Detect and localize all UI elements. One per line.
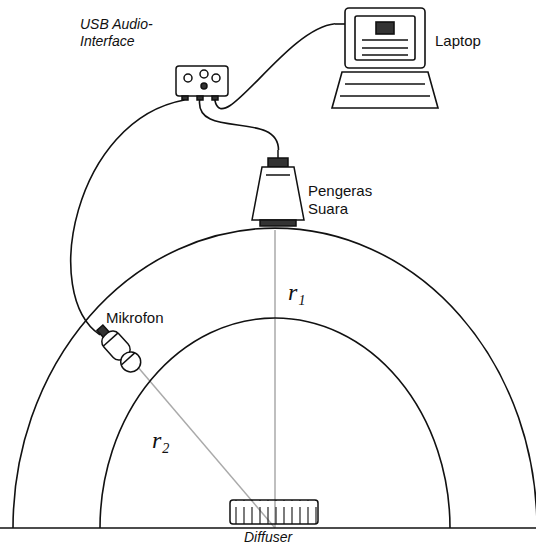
radius-label: r₂ xyxy=(152,428,170,453)
device-label: Laptop xyxy=(435,32,515,50)
microphone-symbol xyxy=(92,321,144,376)
part-label: Diffuser xyxy=(244,530,292,545)
device-label: Mikrofon xyxy=(106,309,178,327)
device-node: Pengeras Suara xyxy=(250,150,440,230)
audio-interface-symbol xyxy=(176,66,228,100)
device-node: USB Audio-Interface xyxy=(78,12,230,100)
speaker-symbol xyxy=(252,150,304,226)
audio-cable xyxy=(215,24,335,109)
radius-line xyxy=(274,230,276,528)
audio-cable xyxy=(199,100,278,150)
laptop-symbol xyxy=(332,8,438,108)
outer-arc xyxy=(13,228,536,528)
floor-line xyxy=(0,527,536,529)
inner-arc xyxy=(100,318,450,528)
diffuser-symbol xyxy=(230,500,318,524)
device-node: Laptop xyxy=(335,8,530,113)
device-node: Mikrofon xyxy=(100,306,180,386)
device-label: Pengeras Suara xyxy=(308,182,384,218)
radius-label: r₁ xyxy=(288,280,306,305)
audio-cable xyxy=(71,100,185,335)
device-label: USB Audio-Interface xyxy=(80,16,166,50)
